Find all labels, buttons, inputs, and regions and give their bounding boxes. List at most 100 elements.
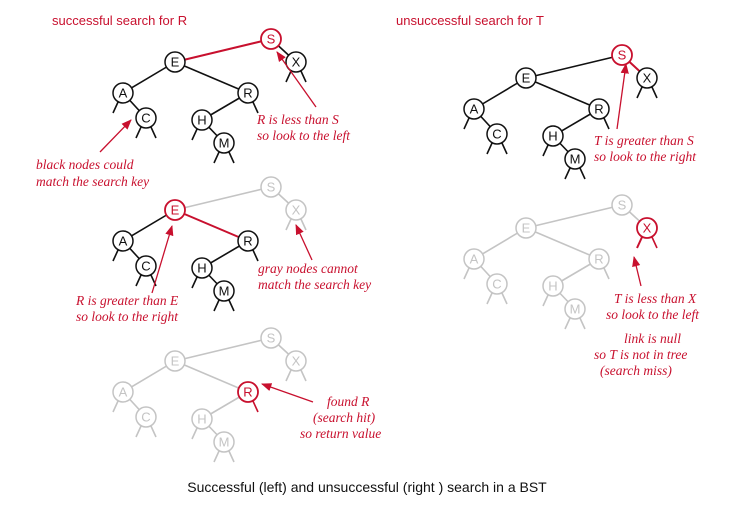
node-circle bbox=[164, 350, 186, 372]
node-A: A bbox=[112, 82, 134, 104]
node-X: X bbox=[285, 350, 307, 372]
link-S-E bbox=[525, 54, 623, 79]
node-circle bbox=[112, 82, 134, 104]
node-label: A bbox=[119, 234, 128, 249]
node-R: R bbox=[237, 82, 259, 104]
null-link-C-left bbox=[486, 141, 494, 155]
node-R: R bbox=[237, 230, 259, 252]
node-S: S bbox=[260, 327, 282, 349]
link-E-R bbox=[525, 227, 600, 260]
node-circle bbox=[463, 98, 485, 120]
node-circle bbox=[213, 431, 235, 453]
null-link-R-right bbox=[251, 248, 259, 262]
node-label: A bbox=[470, 252, 479, 267]
node-R: R bbox=[237, 381, 259, 403]
null-link-A-left bbox=[112, 399, 120, 413]
node-circle bbox=[191, 257, 213, 279]
null-link-M-right bbox=[578, 166, 586, 180]
node-label: C bbox=[492, 277, 501, 292]
node-circle bbox=[486, 273, 508, 295]
null-link-R-right bbox=[251, 399, 259, 413]
node-S: S bbox=[611, 194, 633, 216]
node-C: C bbox=[135, 107, 157, 129]
node-H: H bbox=[542, 275, 564, 297]
node-C: C bbox=[486, 273, 508, 295]
node-circle bbox=[636, 67, 658, 89]
node-label: E bbox=[522, 221, 531, 236]
node-circle bbox=[260, 176, 282, 198]
node-label: H bbox=[197, 261, 206, 276]
node-circle bbox=[542, 125, 564, 147]
null-link-M-left bbox=[213, 449, 221, 463]
annotation-t-greater-than-s: T is greater than S so look to the right bbox=[594, 133, 697, 164]
node-label: H bbox=[197, 113, 206, 128]
node-A: A bbox=[112, 381, 134, 403]
null-link-H-left bbox=[191, 426, 199, 440]
node-circle bbox=[611, 194, 633, 216]
null-link-R-right bbox=[251, 100, 259, 114]
node-X: X bbox=[285, 51, 307, 73]
node-M: M bbox=[213, 132, 235, 154]
node-S: S bbox=[260, 28, 282, 50]
node-R: R bbox=[588, 98, 610, 120]
null-link-M-left bbox=[213, 150, 221, 164]
node-label: S bbox=[267, 331, 276, 346]
node-C: C bbox=[135, 255, 157, 277]
arrow-to-S-panel1 bbox=[276, 51, 317, 108]
node-circle bbox=[135, 107, 157, 129]
null-link-M-right bbox=[578, 316, 586, 330]
null-link-H-left bbox=[191, 127, 199, 141]
arrow-to-X-panel2 bbox=[295, 224, 313, 261]
node-label: E bbox=[522, 71, 531, 86]
null-link-C-left bbox=[135, 424, 143, 438]
node-circle bbox=[213, 280, 235, 302]
node-E: E bbox=[515, 217, 537, 239]
null-link-X-right bbox=[650, 235, 658, 249]
node-circle bbox=[237, 381, 259, 403]
null-link-H-left bbox=[542, 143, 550, 157]
node-A: A bbox=[463, 248, 485, 270]
node-H: H bbox=[191, 109, 213, 131]
link-E-R bbox=[525, 77, 600, 110]
node-circle bbox=[191, 109, 213, 131]
node-circle bbox=[542, 275, 564, 297]
node-label: A bbox=[119, 86, 128, 101]
node-label: H bbox=[197, 412, 206, 427]
node-circle bbox=[588, 248, 610, 270]
node-label: H bbox=[548, 129, 557, 144]
null-link-C-left bbox=[135, 125, 143, 139]
node-label: C bbox=[492, 127, 501, 142]
node-circle bbox=[112, 230, 134, 252]
null-link-M-right bbox=[227, 298, 235, 312]
node-circle bbox=[285, 199, 307, 221]
node-label: C bbox=[141, 111, 150, 126]
node-label: E bbox=[171, 354, 180, 369]
link-S-E bbox=[174, 186, 272, 211]
node-label: X bbox=[643, 71, 652, 86]
node-label: M bbox=[219, 435, 230, 450]
node-label: M bbox=[219, 136, 230, 151]
null-link-M-left bbox=[564, 316, 572, 330]
node-C: C bbox=[135, 406, 157, 428]
null-link-C-right bbox=[149, 424, 157, 438]
node-label: E bbox=[171, 55, 180, 70]
node-label: R bbox=[594, 252, 603, 267]
null-link-X-left bbox=[285, 368, 293, 382]
node-E: E bbox=[164, 350, 186, 372]
node-label: A bbox=[470, 102, 479, 117]
link-E-R bbox=[174, 61, 249, 94]
null-link-C-right bbox=[500, 291, 508, 305]
annotation-found-r: found R (search hit) so return value bbox=[300, 394, 381, 441]
node-circle bbox=[515, 67, 537, 89]
node-M: M bbox=[564, 298, 586, 320]
link-E-R bbox=[174, 360, 249, 393]
null-link-A-left bbox=[463, 266, 471, 280]
node-label: C bbox=[141, 259, 150, 274]
null-link-X-left bbox=[636, 85, 644, 99]
node-circle bbox=[636, 217, 658, 239]
tree-hit-step3: S E X A R C HM bbox=[112, 327, 307, 463]
